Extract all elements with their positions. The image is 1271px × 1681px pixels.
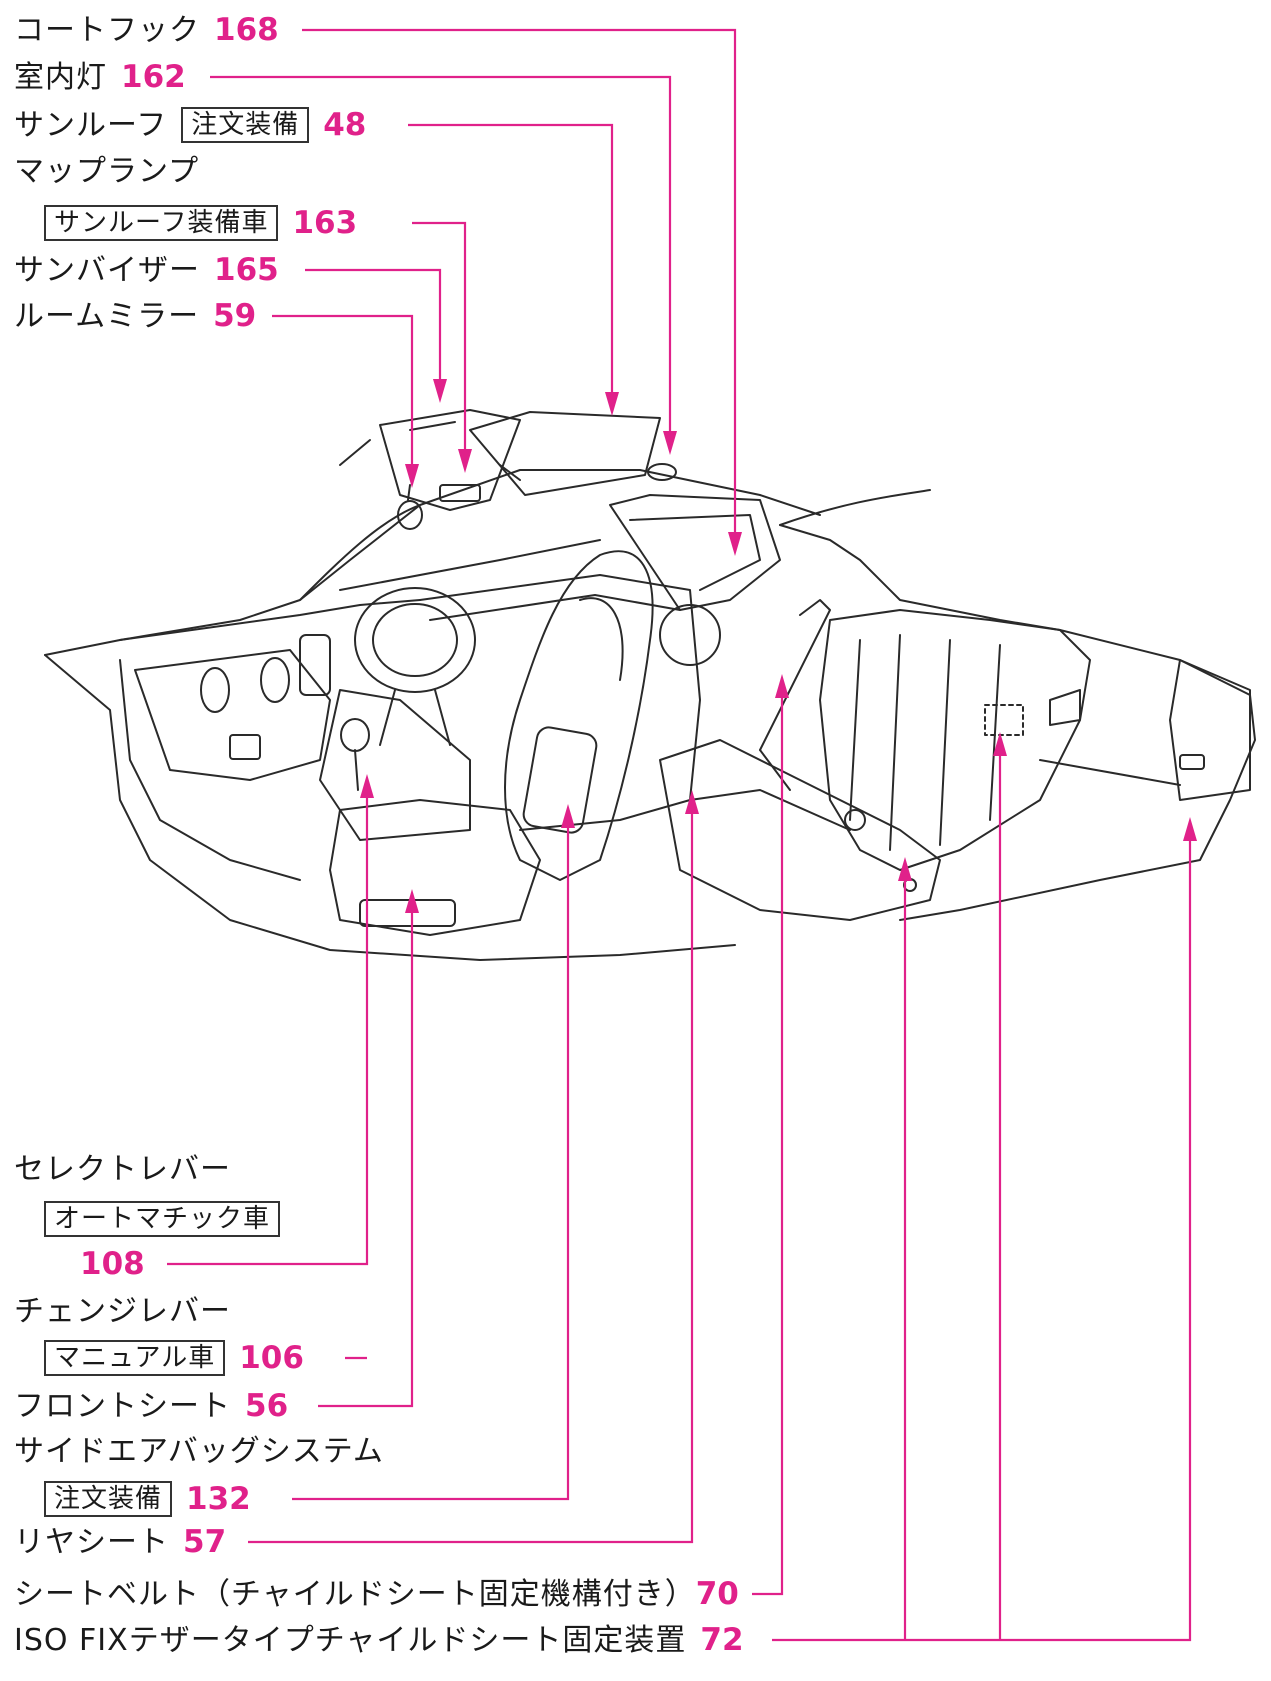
callout-label: ISO FIXテザータイプチャイルドシート固定装置 — [14, 1623, 687, 1658]
page-number: 108 — [80, 1246, 145, 1282]
page-number: 165 — [214, 252, 279, 288]
leader-isofix — [772, 825, 1192, 1642]
callout-map-lamp: マップランプ — [14, 154, 213, 190]
leader-sunroof — [408, 123, 614, 408]
page-number: 163 — [292, 205, 358, 241]
callout-label: サイドエアバッグシステム — [14, 1434, 384, 1469]
callout-label: サンバイザー — [14, 253, 200, 288]
callout-coat-hook: コートフック 168 — [14, 12, 279, 49]
leader-lines — [167, 28, 1192, 1642]
leader-rear-seat — [248, 798, 694, 1544]
leader-sun-visor — [305, 268, 442, 395]
callout-label: セレクトレバー — [14, 1152, 231, 1187]
option-tag: サンルーフ装備車 — [44, 205, 279, 241]
option-tag: 注文装備 — [181, 107, 310, 143]
callout-room-mirror: ルームミラー 59 — [14, 298, 256, 335]
callout-select-lever-page: 108 — [80, 1246, 145, 1283]
callout-label: マップランプ — [14, 154, 200, 189]
callout-label: ルームミラー — [14, 299, 200, 334]
callout-seat-belt: シートベルト（チャイルドシート固定機構付き）70 — [14, 1576, 739, 1613]
callout-label: サンルーフ — [14, 108, 168, 143]
callout-sun-visor: サンバイザー 165 — [14, 252, 279, 289]
callout-room-lamp: 室内灯 162 — [14, 59, 186, 96]
leader-room-lamp — [210, 75, 672, 447]
leader-seat-belt — [752, 682, 784, 1596]
leader-arrowheads — [360, 379, 1197, 913]
callout-isofix: ISO FIXテザータイプチャイルドシート固定装置 72 — [14, 1622, 744, 1659]
page-number: 56 — [245, 1388, 289, 1424]
page-number: 106 — [239, 1340, 304, 1376]
callout-sunroof: サンルーフ注文装備 48 — [14, 107, 366, 144]
callout-label: 室内灯 — [14, 60, 107, 95]
page-number: 59 — [213, 298, 257, 334]
option-tag: オートマチック車 — [44, 1201, 281, 1237]
page-number: 72 — [700, 1622, 744, 1658]
option-tag: マニュアル車 — [44, 1340, 226, 1376]
callout-label: リヤシート — [14, 1525, 169, 1560]
leader-side-airbag — [292, 812, 570, 1501]
car-interior-drawing — [44, 409, 1256, 961]
page-number: 168 — [214, 12, 279, 48]
callout-change-lever-tag: マニュアル車 106 — [44, 1340, 304, 1377]
leader-room-mirror — [272, 314, 414, 480]
callout-select-lever-tag: オートマチック車 — [44, 1201, 294, 1238]
page-number: 162 — [121, 59, 186, 95]
page-number: 57 — [183, 1524, 227, 1560]
callout-label: コートフック — [14, 13, 200, 48]
callout-map-lamp-tag: サンルーフ装備車 163 — [44, 205, 357, 242]
callout-rear-seat: リヤシート 57 — [14, 1524, 226, 1561]
page-number: 132 — [186, 1481, 251, 1517]
callout-label: フロントシート — [14, 1389, 231, 1424]
callout-label: シートベルト（チャイルドシート固定機構付き） — [14, 1577, 696, 1612]
callout-select-lever: セレクトレバー — [14, 1152, 245, 1188]
leader-map-lamp — [412, 221, 467, 465]
callout-front-seat: フロントシート 56 — [14, 1388, 288, 1425]
leader-select-lever — [167, 782, 369, 1266]
page-number: 48 — [323, 107, 367, 143]
callout-side-airbag: サイドエアバッグシステム — [14, 1434, 398, 1470]
option-tag: 注文装備 — [44, 1481, 173, 1517]
leader-coat-hook — [302, 28, 737, 548]
callout-label: チェンジレバー — [14, 1294, 231, 1329]
leader-front-seat — [318, 897, 414, 1408]
callout-change-lever: チェンジレバー — [14, 1294, 245, 1330]
callout-side-airbag-tag: 注文装備 132 — [44, 1481, 251, 1518]
page-number: 70 — [695, 1576, 739, 1612]
